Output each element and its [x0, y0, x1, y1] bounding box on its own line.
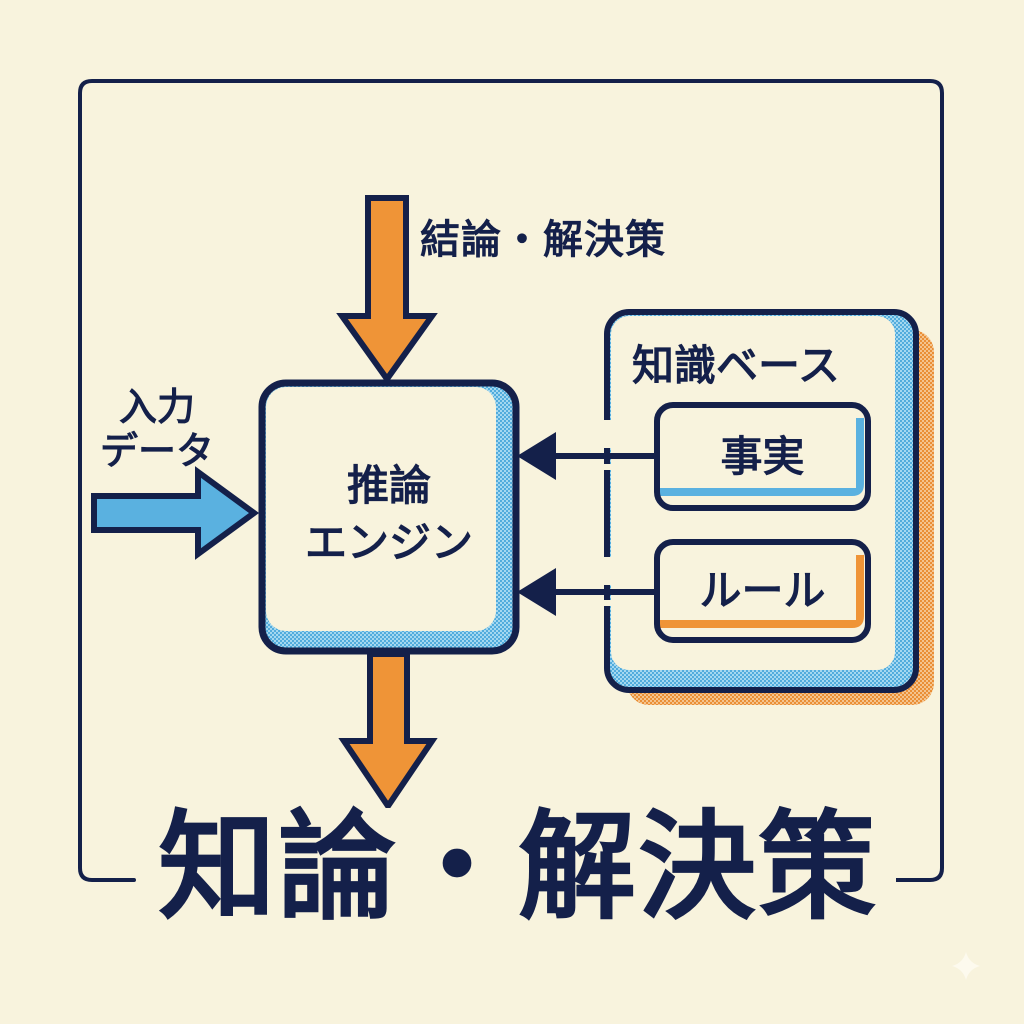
knowledge-base-title: 知識ベース: [632, 341, 840, 390]
input-label-line1: 入力: [119, 385, 196, 429]
fact-box: [654, 402, 871, 511]
input-data-label: 入力 データ: [100, 385, 215, 473]
engine-label-line1: 推論: [346, 461, 431, 510]
engine-label-line2: エンジン: [304, 517, 473, 567]
arrowhead-icon: [517, 568, 556, 616]
inference-engine-label: 推論 エンジン: [262, 458, 516, 571]
input-label-line2: データ: [100, 428, 215, 473]
fact-label: 事実: [720, 432, 805, 481]
fact-to-engine-arrow: [517, 432, 655, 480]
kb-border: [604, 309, 919, 693]
top-orange-arrow: [336, 195, 438, 385]
rule-box: [654, 539, 871, 643]
arrowhead-icon: [517, 432, 556, 480]
sparkle-icon: [952, 952, 980, 980]
diagram-title: 知論・解決策: [140, 808, 896, 926]
bottom-orange-arrow: [338, 651, 438, 812]
inference-engine-box: [258, 379, 520, 655]
input-blue-arrow: [91, 466, 260, 560]
outer-frame: [78, 79, 944, 882]
output-label: 結論・解決策: [420, 217, 666, 263]
rule-to-engine-arrow: [517, 568, 655, 616]
rule-label: ルール: [699, 566, 826, 615]
